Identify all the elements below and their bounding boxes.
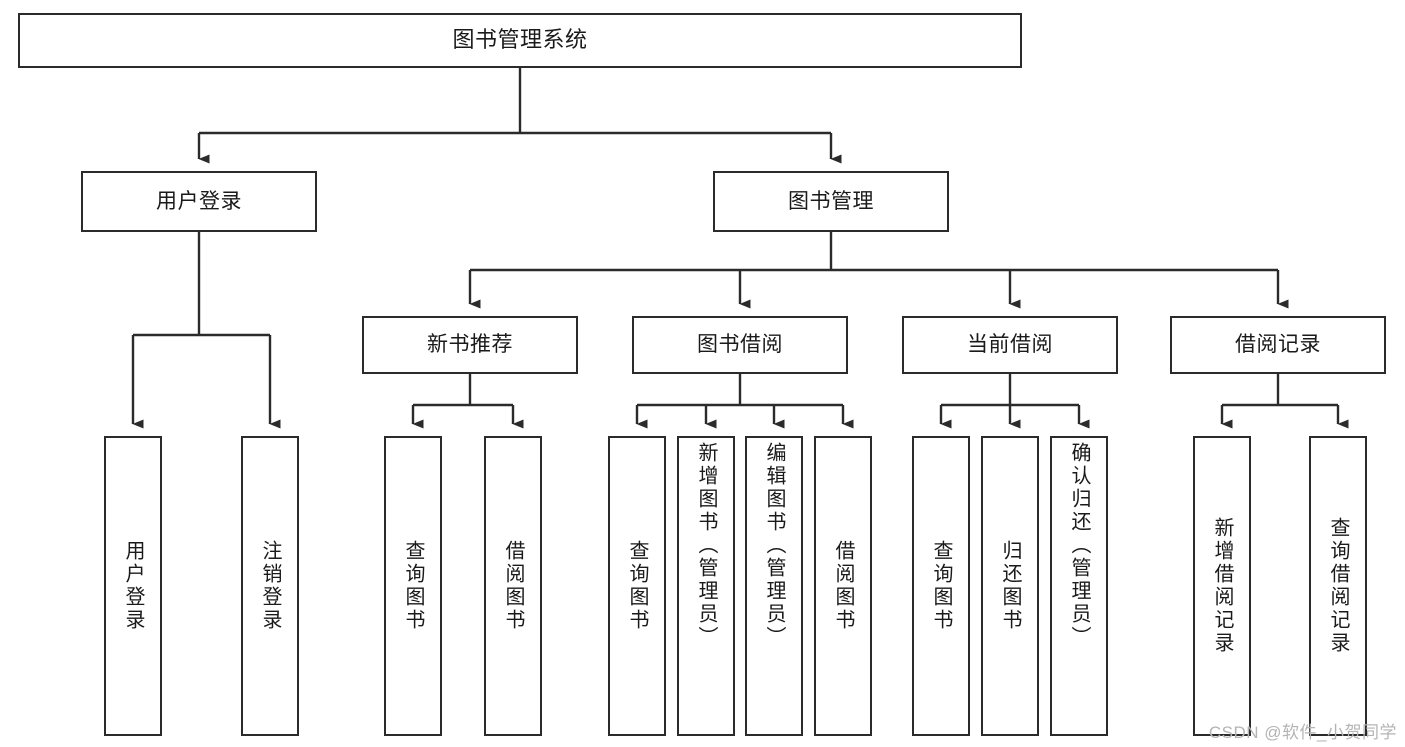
node-label: 图书管理 [788,189,874,213]
node-label: 确认归还（管理员） [1068,442,1090,649]
node-label: 归还图书 [999,540,1021,632]
node-label: 借阅记录 [1235,333,1321,357]
node-leaf-edit-book-admin[interactable]: 编辑图书（管理员） [745,436,803,736]
node-label: 查询借阅记录 [1327,517,1349,655]
node-label: 查询图书 [930,540,952,632]
node-label: 图书借阅 [697,333,783,357]
node-book-management[interactable]: 图书管理 [713,171,949,232]
node-label: 借阅图书 [502,540,524,632]
node-current-borrow[interactable]: 当前借阅 [902,316,1118,374]
node-label: 注销登录 [259,540,281,632]
node-label: 编辑图书（管理员） [763,442,785,649]
node-leaf-user-login[interactable]: 用户登录 [104,436,162,736]
node-label: 新增图书（管理员） [695,442,717,649]
node-leaf-query-book-current[interactable]: 查询图书 [912,436,970,736]
node-label: 借阅图书 [832,540,854,632]
node-label: 查询图书 [402,540,424,632]
node-label: 图书管理系统 [452,27,588,53]
node-book-borrow[interactable]: 图书借阅 [632,316,848,374]
node-label: 新增借阅记录 [1211,517,1233,655]
node-label: 当前借阅 [967,333,1053,357]
node-leaf-query-borrow-record[interactable]: 查询借阅记录 [1309,436,1367,736]
node-label: 用户登录 [156,189,242,213]
node-borrow-record[interactable]: 借阅记录 [1170,316,1386,374]
node-leaf-confirm-return-admin[interactable]: 确认归还（管理员） [1050,436,1108,736]
node-leaf-query-book-recommend[interactable]: 查询图书 [384,436,442,736]
node-label: 用户登录 [122,540,144,632]
node-label: 新书推荐 [427,333,513,357]
csdn-watermark: CSDN @软件_小贺同学 [1208,723,1397,742]
node-leaf-user-logout[interactable]: 注销登录 [241,436,299,736]
node-label: 查询图书 [626,540,648,632]
node-leaf-borrow-book-recommend[interactable]: 借阅图书 [484,436,542,736]
node-new-book-recommend[interactable]: 新书推荐 [362,316,578,374]
node-leaf-add-book-admin[interactable]: 新增图书（管理员） [677,436,735,736]
node-leaf-add-borrow-record[interactable]: 新增借阅记录 [1193,436,1251,736]
node-leaf-borrow-book[interactable]: 借阅图书 [814,436,872,736]
node-leaf-query-book-borrow[interactable]: 查询图书 [608,436,666,736]
node-root-book-management-system[interactable]: 图书管理系统 [18,13,1022,68]
node-user-login[interactable]: 用户登录 [81,171,317,232]
node-leaf-return-book[interactable]: 归还图书 [981,436,1039,736]
